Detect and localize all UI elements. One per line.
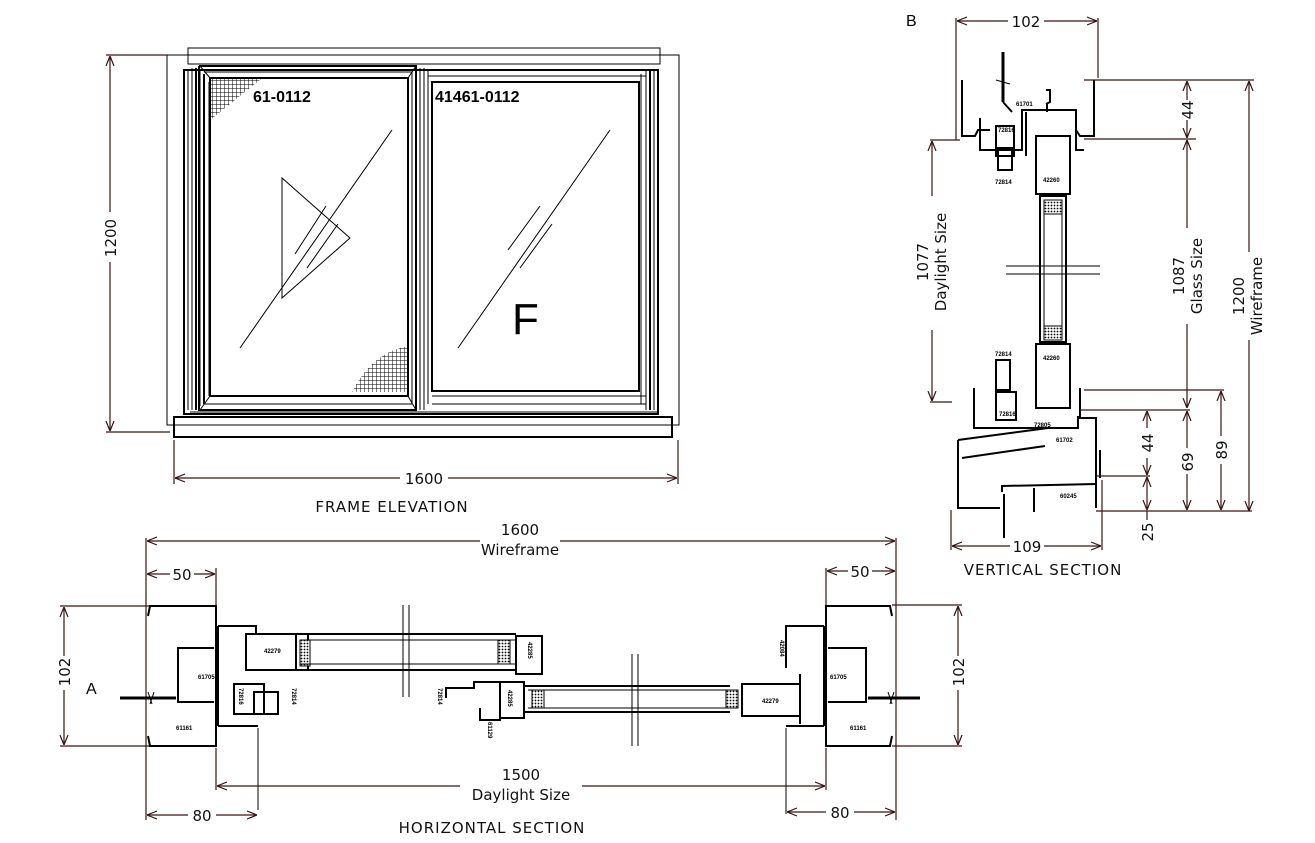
left-offset-text: 80: [192, 807, 211, 825]
part-subsill: 60245: [1060, 494, 1077, 500]
glass-reflection-right: [457, 129, 611, 349]
hatch-top-left: [210, 78, 262, 120]
vertical-section-caption: VERTICAL SECTION: [964, 561, 1123, 579]
part-mid-sash-b: 42285: [526, 642, 532, 659]
height-dimension: 1200: [102, 54, 170, 433]
part-right-jamb-base: 61161: [850, 726, 867, 732]
part-interlock-top: 72816: [998, 128, 1015, 134]
left-jamb-lines: [183, 68, 659, 415]
bottom-width-dimension: 109: [950, 480, 1103, 556]
wireframe-dimension-horizontal: 1600 Wireframe: [145, 521, 897, 820]
right-jamb-dim-text: 50: [850, 563, 869, 581]
daylight-label-text: Daylight Size: [932, 213, 950, 311]
left-offset-dim: 80: [147, 807, 257, 825]
part-left-jamb-base: 61161: [176, 726, 193, 732]
bottom-width-text: 109: [1013, 538, 1042, 556]
head-profile: 61701 72816 72814: [961, 52, 1095, 186]
head-outline: [187, 47, 661, 65]
left-jamb-dim-text: 50: [172, 566, 191, 584]
part-left-jamb: 61705: [198, 675, 215, 681]
sill-89-text: 89: [1213, 440, 1231, 459]
part-left-clip: 72814: [290, 688, 296, 705]
right-jamb-width-dim: 50: [825, 563, 895, 610]
right-jamb-lines: [640, 70, 655, 410]
section-letter-b: B: [906, 13, 917, 30]
sash-profile: 42260 42260: [1035, 135, 1071, 409]
part-sill: 61702: [1056, 438, 1073, 444]
part-left-interlock: 72816: [237, 688, 243, 705]
wireframe-outline: [166, 54, 680, 426]
left-jamb-profile: 61705 61161 42279 72816 72814: [120, 605, 311, 810]
horizontal-section-caption: HORIZONTAL SECTION: [399, 819, 586, 837]
wireframe-dim-h-text: 1600: [501, 521, 539, 539]
left-sash: [198, 65, 417, 411]
vertical-section: B 102 61701 72816 72814: [906, 13, 1266, 579]
section-letter-a: A: [86, 681, 97, 698]
daylight-h-dim-text: 1500: [502, 766, 540, 784]
frame-elevation-caption: FRAME ELEVATION: [315, 498, 468, 516]
part-right-sash: 42279: [762, 699, 779, 705]
part-track: 72805: [1034, 423, 1051, 429]
right-height-dim: 102: [892, 604, 968, 747]
sliding-direction-triangle: [281, 176, 351, 300]
part-sash-top: 42260: [1043, 178, 1060, 184]
horizontal-section: A 1600 Wireframe 50 50: [56, 521, 968, 837]
right-sash: [428, 69, 646, 405]
wireframe-dim-v-text: 1200: [1230, 277, 1248, 315]
hatch-bottom-right: [352, 346, 408, 392]
daylight-dimension-vertical: 1077 Daylight Size: [914, 139, 960, 403]
wireframe-label-v-text: Wireframe: [1248, 257, 1266, 335]
top-width-text: 102: [1012, 13, 1041, 31]
sill-44-text: 44: [1139, 433, 1157, 452]
frame-elevation: 61-0112 41461-0112 F 1200 1600 FRAME ELE…: [102, 47, 680, 516]
glass-label-text: Glass Size: [1188, 238, 1206, 314]
part-clip-bottom: 72814: [995, 352, 1012, 358]
right-offset-text: 80: [830, 804, 849, 822]
left-panel-code: 61-0112: [253, 89, 311, 106]
part-left-sash: 42279: [264, 649, 281, 655]
part-right-jamb: 61705: [830, 675, 847, 681]
fixed-panel-mark: F: [512, 295, 539, 344]
width-dimension: 1600: [173, 440, 679, 488]
top-width-dimension: 102: [955, 13, 1099, 140]
sill-profile: 72814 72816 72805 61702 60245: [957, 352, 1101, 538]
height-dim-text: 1200: [102, 219, 120, 257]
daylight-dim-text: 1077: [914, 243, 932, 281]
middle-interlock: 72814 61129 42285 42285: [436, 642, 532, 739]
daylight-h-label-text: Daylight Size: [472, 786, 570, 804]
right-offset-dim: 80: [787, 804, 895, 822]
part-right-interlock: 42084: [778, 640, 784, 657]
part-mid-sash-a: 42285: [506, 690, 512, 707]
part-head: 61701: [1016, 102, 1033, 108]
part-clip-top: 72814: [995, 180, 1012, 186]
wireframe-label-h-text: Wireframe: [481, 541, 559, 559]
right-glass-unit: 42279: [524, 654, 801, 746]
width-dim-text: 1600: [405, 470, 443, 488]
part-sash-bottom: 42260: [1043, 356, 1060, 362]
right-height-text: 102: [950, 658, 968, 687]
top-gap-dim-text: 44: [1179, 100, 1197, 119]
sill-69-text: 69: [1179, 452, 1197, 471]
left-jamb-width-dim: 50: [147, 566, 217, 610]
sill-outline: [173, 416, 673, 438]
glass-dim-text: 1087: [1170, 257, 1188, 295]
right-panel-code: 41461-0112: [435, 89, 520, 106]
right-dimensions-vertical: 44 1087 Glass Size 1200 Wireframe 44 25 …: [1080, 79, 1266, 542]
left-height-text: 102: [56, 658, 74, 687]
left-height-dim: 102: [56, 605, 150, 747]
daylight-dimension-horizontal: 1500 Daylight Size: [215, 748, 827, 804]
glass-reflection-left: [239, 129, 393, 349]
left-glass-unit: [296, 605, 543, 697]
right-jamb-profile: 61705 61161 42084: [778, 605, 920, 814]
part-mid-interlock: 61129: [486, 722, 492, 739]
sill-25-text: 25: [1139, 522, 1157, 541]
part-interlock-bottom: 72816: [999, 412, 1016, 418]
part-mid-clip: 72814: [436, 688, 442, 705]
